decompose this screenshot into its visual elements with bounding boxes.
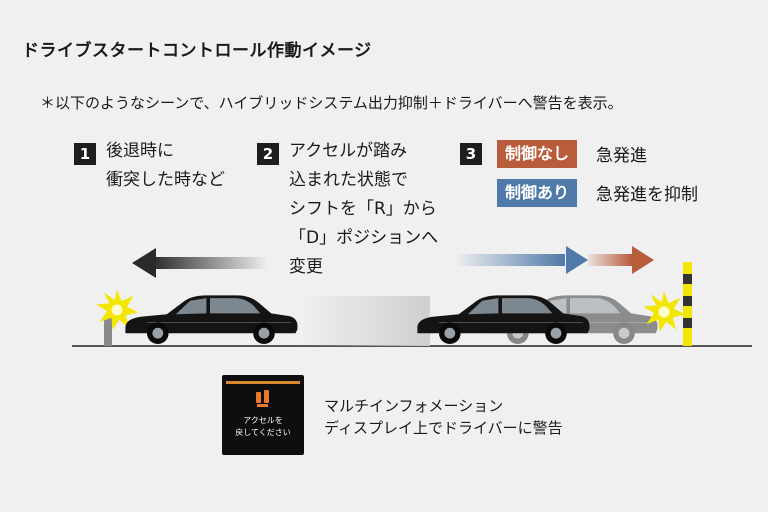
step-2-line: シフトを「R」から (289, 199, 437, 219)
display-accent-bar (226, 381, 300, 384)
control-none-badge: 制御なし (497, 140, 578, 168)
step-1-line: 衝突した時など (106, 170, 225, 190)
accelerator-warning-icon (256, 390, 269, 407)
step-3-number: 3 (460, 143, 482, 165)
step-2-line: 込まれた状態で (289, 170, 408, 190)
diagram-title: ドライブスタートコントロール作動イメージ (22, 41, 372, 61)
right-arrow-icon (455, 246, 654, 274)
step-2-line: 「D」ポジションへ (289, 228, 439, 248)
step-1-line: 後退時に (106, 141, 174, 161)
motion-blur (300, 296, 430, 346)
display-caption: マルチインフォメーション ディスプレイ上でドライバーに警告 (324, 397, 563, 437)
step-1-text: 後退時に 衝突した時など (106, 137, 225, 195)
car-icon (123, 293, 299, 346)
step-2-number: 2 (257, 143, 279, 165)
control-none-label: 急発進 (596, 146, 647, 166)
control-on-label: 急発進を抑制 (596, 185, 698, 205)
left-pole (104, 316, 112, 346)
left-arrow-icon (132, 248, 268, 278)
step-2-line: アクセルが踏み (289, 141, 408, 161)
scene-illustration (72, 246, 752, 347)
step-2-text: アクセルが踏み 込まれた状態で シフトを「R」から 「D」ポジションへ 変更 (289, 137, 438, 282)
control-on-badge: 制御あり (497, 179, 578, 207)
step-1-number: 1 (74, 143, 96, 165)
step-2-line: 変更 (289, 257, 323, 277)
scene-note: ＊以下のようなシーンで、ハイブリッドシステム出力抑制＋ドライバーへ警告を表示。 (40, 94, 623, 112)
display-message: アクセルを 戻してください (235, 416, 291, 437)
striped-pole (683, 262, 692, 346)
multi-info-display: アクセルを 戻してください (222, 375, 304, 455)
